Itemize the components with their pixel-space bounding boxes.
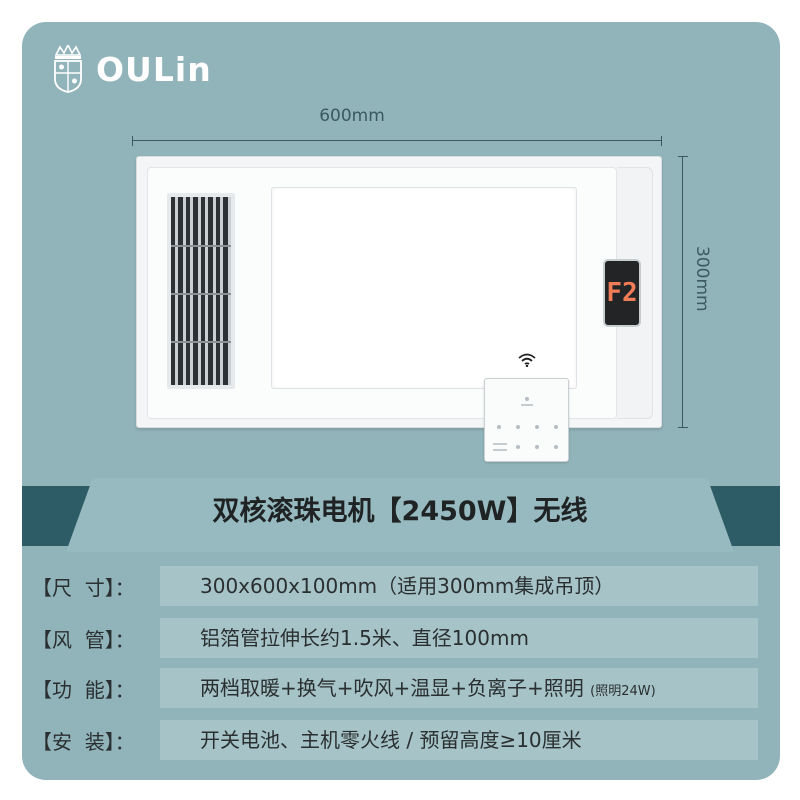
vent-slat <box>220 197 223 385</box>
spec-value-box: 开关电池、主机零火线 / 预留高度≥10厘米 <box>160 720 758 760</box>
spec-value-box: 两档取暖+换气+吹风+温显+负离子+照明 (照明24W) <box>160 668 758 708</box>
banner-title: 双核滚珠电机【2450W】无线 <box>212 496 588 527</box>
spec-value: 开关电池、主机零火线 / 预留高度≥10厘米 <box>200 728 582 752</box>
banner-ribbon <box>66 478 734 552</box>
vent-bar <box>171 245 231 247</box>
spec-value: 两档取暖+换气+吹风+温显+负离子+照明 <box>200 676 584 700</box>
wifi-icon <box>518 353 536 367</box>
width-dimension-label: 600mm <box>319 106 385 126</box>
spec-value: 300x600x100mm（适用300mm集成吊顶） <box>200 574 615 598</box>
spec-value-box: 铝箔管拉伸长约1.5米、直径100mm <box>160 618 758 658</box>
temperature-display: F2 <box>603 259 641 327</box>
brand-name: OULin <box>96 49 212 89</box>
vent-bar <box>171 341 231 343</box>
vent-slat <box>212 197 216 385</box>
spec-label: 【风 管】： <box>32 628 135 652</box>
vent-slat <box>205 197 208 385</box>
brand-logo: OULin <box>50 44 212 94</box>
spec-value: 铝箔管拉伸长约1.5米、直径100mm <box>200 626 529 650</box>
spec-value-box: 300x600x100mm（适用300mm集成吊顶） <box>160 566 758 606</box>
vent-slat <box>227 197 231 385</box>
air-vent-grille <box>167 193 235 389</box>
spec-note: (照明24W) <box>590 684 656 699</box>
spec-label: 【功 能】： <box>32 678 135 702</box>
height-dimension-label: 300mm <box>692 246 712 312</box>
height-dimension-line <box>678 156 688 428</box>
vent-bar <box>171 293 231 295</box>
crown-shield-crest-icon <box>54 45 82 93</box>
vent-slat <box>197 197 201 385</box>
spec-label: 【尺 寸】： <box>32 576 135 600</box>
spec-row-duct: 【风 管】： 铝箔管拉伸长约1.5米、直径100mm <box>22 618 780 658</box>
vent-slat <box>182 197 186 385</box>
vent-slat <box>175 197 178 385</box>
product-card: OULin 600mm 300mm F2 双核滚珠电机【24 <box>22 22 780 780</box>
spec-row-size: 【尺 寸】： 300x600x100mm（适用300mm集成吊顶） <box>22 566 780 606</box>
spec-row-install: 【安 装】： 开关电池、主机零火线 / 预留高度≥10厘米 <box>22 720 780 760</box>
spec-row-function: 【功 能】： 两档取暖+换气+吹风+温显+负离子+照明 (照明24W) <box>22 668 780 708</box>
spec-label: 【安 装】： <box>32 730 135 754</box>
wall-remote-switch <box>484 378 569 462</box>
width-dimension-line <box>132 136 662 146</box>
vent-slat <box>190 197 193 385</box>
heater-panel-image: F2 <box>136 156 662 428</box>
display-readout: F2 <box>606 278 638 308</box>
